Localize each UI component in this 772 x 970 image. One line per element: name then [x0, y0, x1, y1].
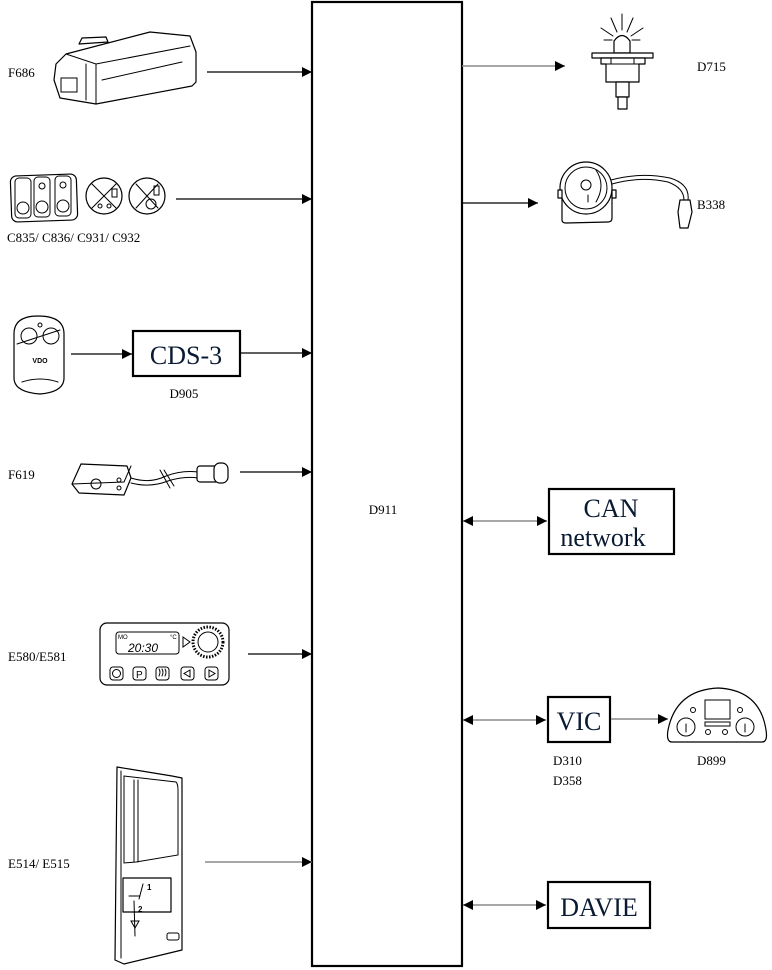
timer-unit: °C	[170, 635, 177, 641]
timer-panel-icon: MO 20:30 °C P	[99, 622, 230, 686]
input-switches: C835/ C836/ C931/ C932	[7, 173, 312, 245]
switch-pin-1: 1	[147, 883, 152, 892]
remote-control-receiver-icon	[53, 31, 197, 105]
input-cds3: VDO CDS-3 D905	[13, 315, 312, 401]
input-timer: E580/E581 MO 20:30 °C P	[8, 622, 312, 686]
vic-sublabel-d358: D358	[553, 773, 582, 788]
output-label-d899: D899	[697, 753, 726, 768]
input-f686: F686	[8, 31, 312, 105]
vic-label: VIC	[557, 707, 602, 736]
link-davie: DAVIE	[463, 880, 652, 930]
switch-pin-2: 2	[138, 905, 143, 914]
can-network-box	[547, 487, 676, 556]
timer-time: 20:30	[127, 641, 158, 655]
central-unit-box	[310, 0, 464, 968]
can-label-line2: network	[560, 523, 645, 552]
remote-brand: VDO	[32, 358, 48, 365]
warning-lamp-icon	[591, 13, 654, 110]
output-d715: D715	[462, 13, 726, 110]
davie-label: DAVIE	[560, 893, 638, 922]
input-label-switches: C835/ C836/ C931/ C932	[7, 230, 140, 245]
input-label-e514-e515: E514/ E515	[8, 856, 70, 871]
switch-panel-icon	[9, 173, 166, 223]
input-door-switch: E514/ E515 1 2	[8, 766, 312, 965]
davie-box	[546, 880, 652, 930]
door-switch-icon: 1 2	[114, 766, 183, 965]
cds3-box	[131, 329, 242, 378]
link-vic: VIC D310 D358 D899	[463, 687, 768, 788]
input-label-f619: F619	[8, 467, 35, 482]
output-label-d715: D715	[697, 59, 726, 74]
output-label-b338: B338	[697, 197, 725, 212]
vic-sublabel-d310: D310	[553, 753, 582, 768]
output-b338: B338	[462, 161, 725, 229]
input-label-e580-e581: E580/E581	[8, 649, 67, 664]
central-unit-label: D911	[369, 502, 397, 517]
input-label-f686: F686	[8, 65, 35, 80]
key-fob-remote-icon: VDO	[13, 315, 65, 395]
timer-day: MO	[118, 635, 128, 641]
vic-box	[546, 695, 612, 744]
input-f619: F619	[8, 462, 312, 496]
input-label-d905: D905	[170, 386, 199, 401]
cds3-label: CDS-3	[150, 341, 222, 370]
siren-icon	[557, 161, 693, 229]
proximity-sensor-icon	[71, 462, 229, 496]
can-label-line1: CAN	[584, 494, 639, 523]
svg-text:P: P	[136, 670, 143, 681]
central-unit-d911: D911	[310, 0, 464, 968]
link-can-network: CAN network	[463, 487, 676, 556]
instrument-cluster-icon	[666, 687, 768, 743]
